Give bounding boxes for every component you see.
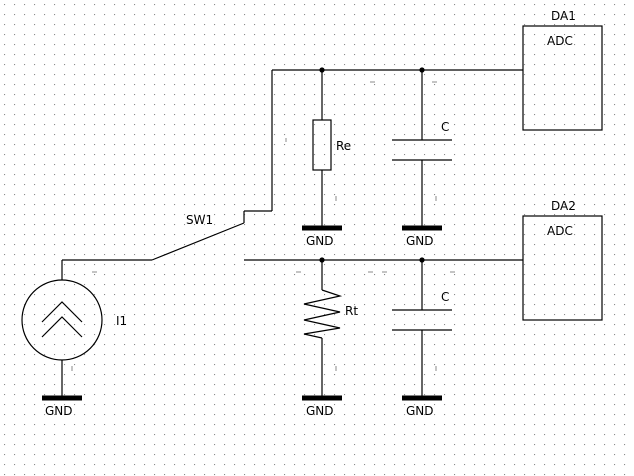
re-label: Re bbox=[336, 139, 351, 153]
ground-symbol-re[interactable]: GND bbox=[302, 225, 342, 248]
capacitor-c-top[interactable]: C bbox=[392, 120, 452, 161]
gnd-label: GND bbox=[306, 234, 334, 248]
resistor-zigzag-symbol bbox=[303, 289, 343, 339]
arrow-up-icon bbox=[41, 316, 83, 338]
resistor-re[interactable]: Re bbox=[312, 119, 351, 171]
sw1-label: SW1 bbox=[186, 213, 213, 227]
adc-da1[interactable]: DA1 ADC bbox=[522, 9, 603, 131]
adc-da2[interactable]: DA2 ADC bbox=[522, 199, 603, 321]
current-source-i1[interactable]: I1 bbox=[21, 259, 152, 396]
gnd-label: GND bbox=[406, 234, 434, 248]
i1-label: I1 bbox=[116, 314, 127, 328]
ground-symbol-i1[interactable]: GND bbox=[42, 395, 82, 418]
da1-label: DA1 bbox=[551, 9, 576, 23]
gnd-label: GND bbox=[45, 404, 73, 418]
pin-tick-marks bbox=[71, 81, 455, 371]
da1-type: ADC bbox=[547, 34, 573, 48]
rt-label: Rt bbox=[345, 304, 358, 318]
switch-sw1[interactable]: SW1 bbox=[151, 213, 245, 261]
gnd-label: GND bbox=[306, 404, 334, 418]
c-bottom-label: C bbox=[441, 290, 449, 304]
junction-dot bbox=[319, 67, 325, 73]
adc-box bbox=[522, 215, 603, 321]
junction-dot bbox=[419, 67, 425, 73]
da2-type: ADC bbox=[547, 224, 573, 238]
resistor-symbol bbox=[312, 119, 332, 171]
capacitor-c-bottom[interactable]: C bbox=[392, 290, 452, 331]
ground-symbol-c-bottom[interactable]: GND bbox=[402, 395, 442, 418]
gnd-label: GND bbox=[406, 404, 434, 418]
ground-symbol-rt[interactable]: GND bbox=[302, 395, 342, 418]
junction-dot bbox=[319, 257, 325, 263]
junction-dot bbox=[419, 257, 425, 263]
resistor-rt[interactable]: Rt bbox=[303, 289, 358, 339]
bottom-net-wires bbox=[244, 257, 523, 396]
c-top-label: C bbox=[441, 120, 449, 134]
ground-symbol-c-top[interactable]: GND bbox=[402, 225, 442, 248]
arrow-up-icon bbox=[41, 301, 83, 323]
top-net-wires bbox=[243, 67, 523, 226]
adc-box bbox=[522, 25, 603, 131]
da2-label: DA2 bbox=[551, 199, 576, 213]
switch-blade bbox=[151, 222, 245, 261]
